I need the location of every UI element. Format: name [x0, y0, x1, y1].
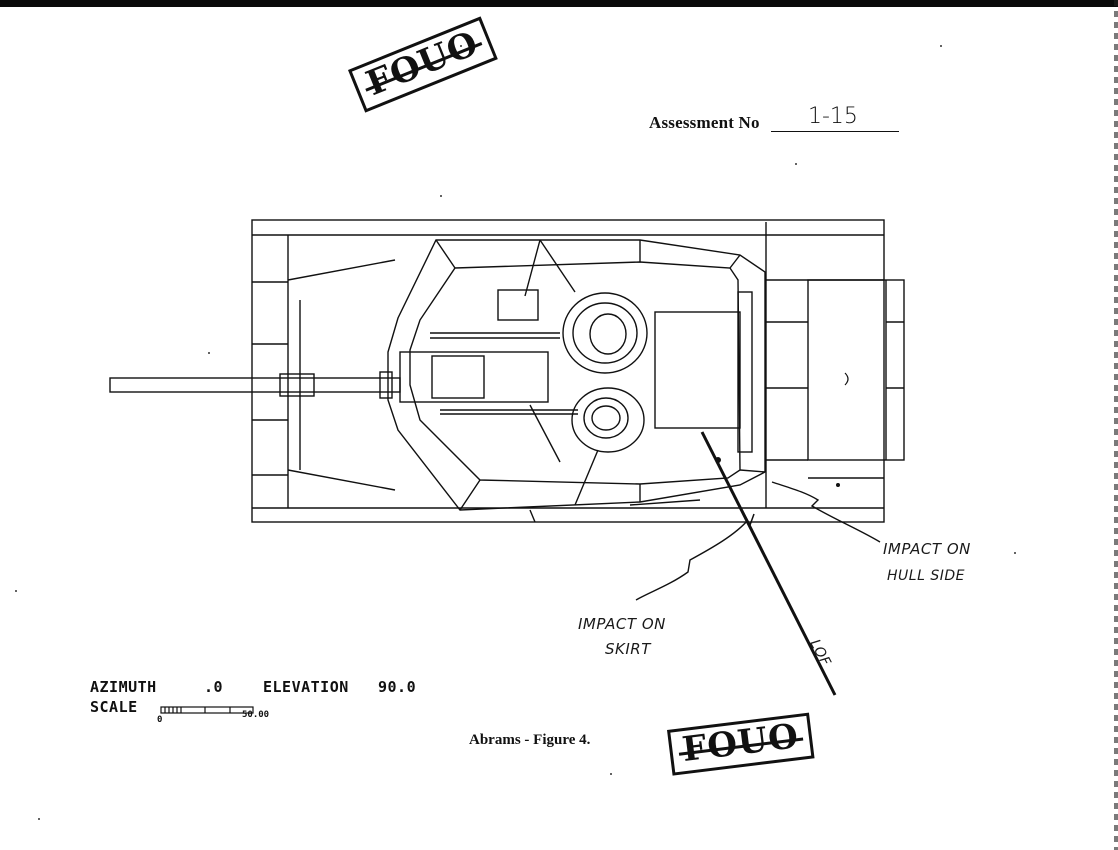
elevation-value: 90.0 — [378, 678, 417, 696]
gun-barrel — [109, 377, 401, 393]
scan-speck — [610, 773, 612, 775]
line-of-fire — [700, 431, 837, 696]
elevation-label: ELEVATION — [263, 678, 349, 696]
assessment-underline — [771, 131, 899, 132]
hull-impact-label-2: HULL SIDE — [887, 568, 965, 584]
skirt-impact-label: IMPACT ON — [578, 615, 666, 633]
scan-speck — [15, 590, 17, 592]
scan-speck — [38, 818, 40, 820]
gun-mantlet — [399, 351, 549, 403]
assessment-label: Assessment No — [649, 113, 760, 132]
hull-leader — [771, 481, 881, 543]
scan-speck — [1014, 552, 1016, 554]
scale-min: 0 — [157, 715, 163, 725]
scale-bar — [160, 706, 254, 714]
scan-speck — [795, 163, 797, 165]
scan-speck — [460, 45, 462, 47]
scan-speck — [940, 45, 942, 47]
scale-max: 50.00 — [242, 710, 270, 720]
rear-box — [807, 279, 905, 461]
azimuth-label: AZIMUTH — [90, 678, 157, 696]
assessment-number: 1-15 — [808, 104, 858, 129]
figure-caption: Abrams - Figure 4. — [469, 732, 591, 748]
commander-hatch — [562, 292, 648, 374]
skirt-leader — [635, 519, 749, 601]
turret-outline — [387, 239, 766, 511]
top-border — [0, 0, 1118, 7]
scan-edge — [1114, 0, 1118, 850]
azimuth-value: .0 — [204, 678, 224, 696]
hull-impact-label: IMPACT ON — [883, 540, 971, 558]
loader-hatch — [571, 387, 645, 453]
hull-outline — [251, 219, 885, 523]
scale-label: SCALE — [90, 698, 138, 716]
scan-speck — [440, 195, 442, 197]
scan-speck — [208, 352, 210, 354]
skirt-impact-label-2: SKIRT — [605, 640, 651, 658]
